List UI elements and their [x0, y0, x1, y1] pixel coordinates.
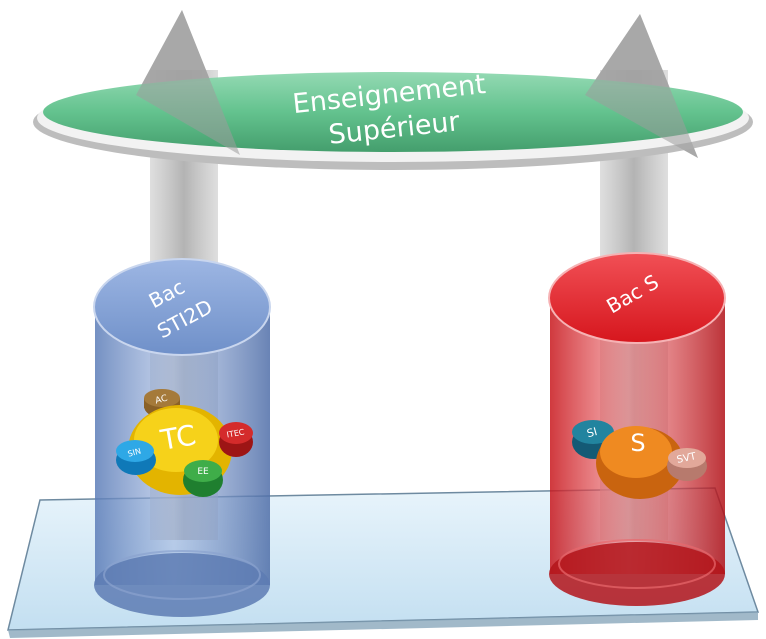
satellite-si: SI — [585, 425, 598, 440]
arrow-left-head — [136, 10, 240, 155]
satellite-ac: AC — [154, 394, 168, 407]
satellite-ee: EE — [197, 467, 209, 477]
satellite-itec: ITEC — [226, 427, 246, 439]
cylinder-bac-s: Bac S SI S SVT — [548, 252, 726, 606]
arrow-right-head — [585, 14, 698, 158]
tc-label: TC — [157, 418, 198, 457]
cylinder-bac-sti2d: Bac STI2D AC TC ITEC SIN EE — [93, 258, 271, 617]
satellite-svt: SVT — [676, 451, 698, 466]
s-label: S — [630, 429, 645, 457]
satellite-sin: SIN — [127, 446, 142, 458]
s-molecule: SI S SVT — [572, 420, 707, 499]
tc-molecule: AC TC ITEC SIN EE — [116, 389, 253, 497]
